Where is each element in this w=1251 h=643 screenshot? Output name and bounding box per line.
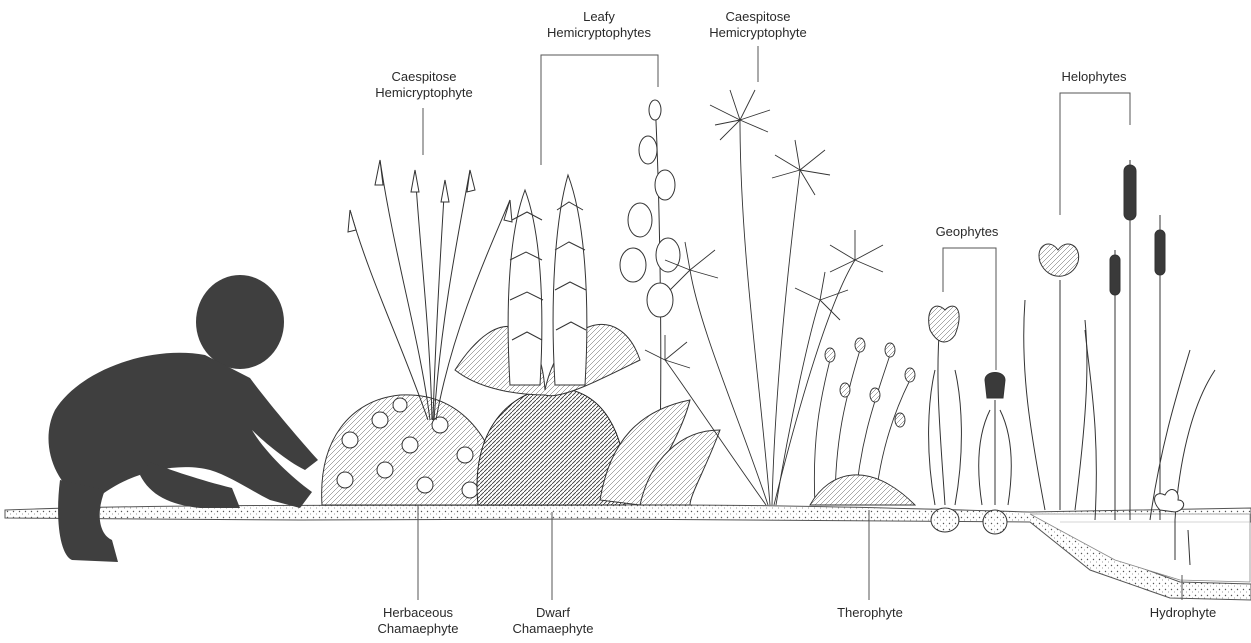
label-geophytes: Geophytes: [936, 224, 999, 240]
geophytes-plants: [929, 306, 1012, 534]
papyrus-umbels: [645, 90, 883, 368]
label-helophytes: Helophytes: [1061, 69, 1126, 85]
helophytes-bracket: [1060, 93, 1130, 215]
ground-soil: [5, 505, 1251, 600]
helophytes-plants: [1024, 160, 1215, 565]
label-therophyte: Therophyte: [837, 605, 903, 621]
label-hydrophyte: Hydrophyte: [1150, 605, 1216, 621]
therophyte-plant: [810, 338, 915, 505]
